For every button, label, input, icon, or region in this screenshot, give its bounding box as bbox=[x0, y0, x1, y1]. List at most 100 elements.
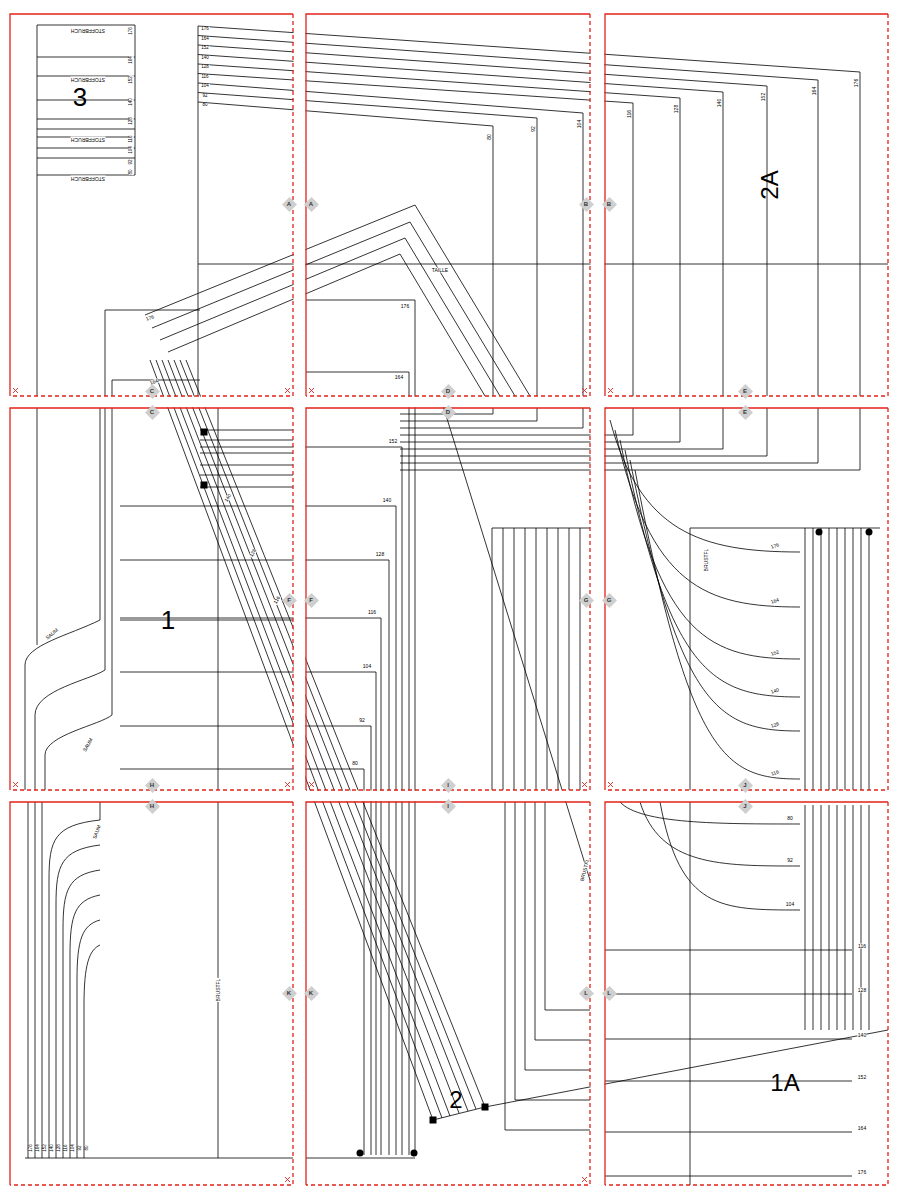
size-label: 152 bbox=[201, 46, 210, 51]
diamond-fill bbox=[579, 593, 594, 608]
match-diamond: A bbox=[304, 197, 319, 212]
match-diamond: J bbox=[738, 778, 753, 793]
diamond-fill bbox=[441, 405, 456, 420]
piece-outline bbox=[105, 205, 530, 1155]
pattern-lines bbox=[25, 25, 888, 1185]
match-diamond: C bbox=[145, 405, 160, 420]
match-diamond: G bbox=[602, 593, 617, 608]
size-label: 92 bbox=[359, 718, 366, 723]
piece-number: 2A bbox=[758, 170, 782, 200]
size-label: 164 bbox=[812, 86, 817, 95]
size-label: 140 bbox=[129, 98, 134, 107]
size-label: 164 bbox=[857, 1126, 866, 1131]
line-name: TAILLE bbox=[431, 268, 448, 273]
diamond-fill bbox=[282, 986, 297, 1001]
size-label: 116 bbox=[770, 769, 780, 777]
diamond-fill bbox=[304, 986, 319, 1001]
size-label: 152 bbox=[43, 1144, 48, 1153]
size-label: 80 bbox=[129, 169, 134, 175]
size-label: 116 bbox=[368, 610, 377, 615]
diamond-fill bbox=[579, 986, 594, 1001]
size-label: 80 bbox=[352, 761, 359, 766]
diamond-fill bbox=[304, 593, 319, 608]
match-letter: A bbox=[287, 201, 291, 207]
size-label: 116 bbox=[64, 1144, 69, 1152]
match-letter: F bbox=[309, 597, 313, 603]
match-letter: C bbox=[150, 388, 154, 394]
piece-outline bbox=[37, 25, 135, 645]
match-letter: E bbox=[743, 409, 747, 415]
match-diamond: B bbox=[602, 197, 617, 212]
piece-number: 1 bbox=[160, 607, 175, 633]
square-mark bbox=[201, 482, 208, 489]
diamond-fill bbox=[738, 799, 753, 814]
match-diamond: J bbox=[738, 799, 753, 814]
size-label: 164 bbox=[770, 597, 780, 605]
size-label: 164 bbox=[149, 378, 159, 386]
match-diamond: G bbox=[579, 593, 594, 608]
size-label: 92 bbox=[202, 93, 208, 98]
size-label: 116 bbox=[129, 135, 134, 143]
size-label: 176 bbox=[129, 27, 134, 36]
dot-mark bbox=[866, 529, 873, 536]
match-diamond: A bbox=[282, 197, 297, 212]
diamond-fill bbox=[602, 593, 617, 608]
size-label: 176 bbox=[770, 542, 780, 550]
piece-outline bbox=[25, 408, 218, 790]
match-letter: H bbox=[150, 782, 154, 788]
size-label: 92 bbox=[129, 159, 134, 165]
diamond-fill bbox=[602, 197, 617, 212]
fold-note: STOFFBRUCH bbox=[70, 137, 105, 142]
line-name: SAUM bbox=[44, 627, 59, 641]
size-label: 164 bbox=[201, 36, 210, 41]
piece-outline bbox=[150, 360, 590, 1120]
gap bbox=[0, 397, 900, 408]
size-label: 152 bbox=[761, 92, 766, 101]
piece-number: 3 bbox=[72, 84, 87, 110]
fold-note: STOFFBRUCH bbox=[70, 77, 105, 82]
margin bbox=[0, 1186, 900, 1200]
match-letter: A bbox=[309, 201, 313, 207]
match-letter: K bbox=[309, 990, 313, 996]
diamond-fill bbox=[145, 384, 160, 399]
match-diamond: C bbox=[145, 384, 160, 399]
match-diamond: F bbox=[282, 593, 297, 608]
size-label: 92 bbox=[531, 126, 536, 133]
line-name: BRUSTFL bbox=[216, 978, 221, 1002]
dot-mark bbox=[411, 1150, 418, 1157]
line-name: SAUM bbox=[92, 824, 102, 840]
size-label: 176 bbox=[201, 27, 210, 32]
margin bbox=[0, 0, 10, 1200]
size-label: 164 bbox=[36, 1144, 41, 1153]
piece-outline bbox=[485, 802, 888, 1185]
size-label: 104 bbox=[577, 119, 582, 128]
match-letter: G bbox=[607, 597, 612, 603]
size-label: 104 bbox=[362, 664, 371, 669]
match-letter: B bbox=[584, 201, 588, 207]
size-label: 116 bbox=[201, 74, 209, 79]
size-label: 128 bbox=[129, 117, 134, 126]
match-letter: D bbox=[446, 409, 450, 415]
square-mark bbox=[430, 1117, 437, 1124]
diamond-fill bbox=[441, 384, 456, 399]
diamond-fill bbox=[282, 593, 297, 608]
tile-frames bbox=[10, 14, 888, 1185]
size-label: 128 bbox=[201, 65, 210, 70]
match-diamond: K bbox=[282, 986, 297, 1001]
size-label: 128 bbox=[375, 552, 384, 557]
diamond-fill bbox=[304, 197, 319, 212]
margin bbox=[0, 0, 900, 14]
match-letter: E bbox=[743, 388, 747, 394]
dot-mark bbox=[357, 1150, 364, 1157]
line-name: BRUSTFL bbox=[704, 548, 709, 572]
match-diamond: K bbox=[304, 986, 319, 1001]
line-name: SAUM bbox=[82, 737, 94, 753]
match-diamond: L bbox=[602, 986, 617, 1001]
square-mark bbox=[482, 1104, 489, 1111]
diamond-fill bbox=[441, 778, 456, 793]
match-letter: H bbox=[150, 803, 154, 809]
match-letter: L bbox=[607, 990, 611, 996]
fold-note: STOFFBRUCH bbox=[70, 28, 105, 33]
match-letter: D bbox=[446, 388, 450, 394]
